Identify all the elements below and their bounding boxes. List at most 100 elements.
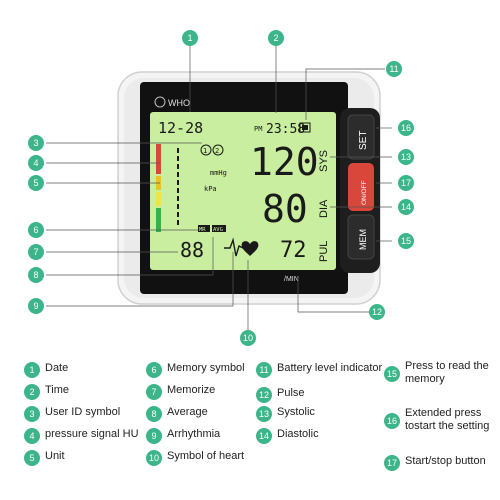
legend-badge: 12 — [256, 387, 272, 403]
legend-item-14: 14 Diastolic — [256, 428, 319, 444]
legend-text: Average — [167, 406, 208, 418]
legend-text: Symbol of heart — [167, 450, 245, 462]
legend-text: pressure signal HU — [45, 428, 139, 440]
lcd-screen — [150, 112, 336, 270]
svg-text:10: 10 — [243, 333, 253, 343]
legend-text: Press to read the memory — [405, 360, 489, 385]
legend-badge: 13 — [256, 406, 272, 422]
legend-badge: 6 — [146, 362, 162, 378]
battery-icon — [299, 122, 311, 133]
legend-badge: 4 — [24, 428, 40, 444]
svg-text:2: 2 — [273, 33, 278, 43]
legend-badge: 8 — [146, 406, 162, 422]
onoff-button[interactable]: ON/OFF — [348, 163, 374, 211]
memory-symbol: MR AVG — [198, 225, 226, 233]
callout-8: 8 — [28, 267, 44, 283]
legend-item-9: 9 Arrhythmia — [146, 428, 220, 444]
legend-item-16: 16 Extended press tostart the setting — [384, 407, 500, 433]
memory-tag: MR — [199, 227, 206, 233]
legend-badge: 15 — [384, 366, 400, 382]
legend-text: Memorize — [167, 384, 216, 396]
brand-text: WHO — [168, 98, 190, 108]
legend-badge: 9 — [146, 428, 162, 444]
user-id-symbol: 1 2 — [200, 144, 224, 156]
legend-text: Time — [45, 384, 70, 396]
legend-badge: 5 — [24, 450, 40, 466]
legend-item-8: 8 Average — [146, 406, 208, 422]
heart-icon — [241, 241, 259, 256]
callout-7: 7 — [28, 244, 44, 260]
arrhythmia-icon — [224, 237, 244, 257]
legend-badge: 14 — [256, 428, 272, 444]
svg-text:17: 17 — [401, 178, 411, 188]
legend-text: Memory symbol — [167, 362, 245, 374]
label-dia: DIA — [318, 199, 330, 218]
callout-10: 10 — [240, 330, 256, 346]
label-pul: PUL — [318, 241, 330, 262]
unit-kpa: kPa — [204, 185, 217, 193]
label-sys: SYS — [318, 150, 330, 172]
callout-12: 12 — [369, 304, 385, 320]
lcd-time-prefix: PM — [254, 125, 262, 133]
lcd-diastolic: 80 — [262, 187, 308, 231]
lcd-time: 23:58 — [266, 122, 305, 137]
leader-lines — [46, 46, 392, 330]
callout-14: 14 — [398, 199, 414, 215]
lcd-date: 12-28 — [158, 119, 203, 137]
callout-2: 2 — [268, 30, 284, 46]
svg-text:7: 7 — [33, 247, 38, 257]
legend-text: Extended press tostart the setting — [405, 407, 490, 432]
callout-badges: 1 2 3 4 5 6 7 8 9 10 11 12 13 14 15 16 1… — [28, 30, 414, 346]
mem-button[interactable]: MEM — [347, 214, 375, 260]
svg-text:1: 1 — [187, 33, 192, 43]
legend-item-5: 5 Unit — [24, 450, 65, 466]
legend-badge: 16 — [384, 413, 400, 429]
svg-text:4: 4 — [33, 158, 38, 168]
svg-text:16: 16 — [401, 123, 411, 133]
legend-item-4: 4 pressure signal HU — [24, 428, 139, 444]
onoff-button-label: ON/OFF — [361, 180, 368, 205]
callout-1: 1 — [182, 30, 198, 46]
callout-3: 3 — [28, 135, 44, 151]
set-button-label: SET — [358, 131, 369, 150]
svg-text:15: 15 — [401, 236, 411, 246]
legend-badge: 10 — [146, 450, 162, 466]
callout-4: 4 — [28, 155, 44, 171]
svg-text:9: 9 — [33, 301, 38, 311]
callout-6: 6 — [28, 222, 44, 238]
lcd-systolic: 120 — [250, 140, 319, 184]
pressure-level-bar — [156, 144, 161, 232]
legend-text: Date — [45, 362, 69, 374]
legend-item-10: 10 Symbol of heart — [146, 450, 244, 466]
callout-5: 5 — [28, 175, 44, 191]
legend-item-15: 15 Press to read the memory — [384, 360, 500, 386]
legend-text: Diastolic — [277, 428, 319, 440]
legend-item-2: 2 Time — [24, 384, 69, 400]
callout-17: 17 — [398, 175, 414, 191]
brand-logo: WHO — [154, 96, 190, 108]
average-tag: AVG — [213, 227, 223, 233]
lcd-memory-number: 88 — [180, 238, 204, 262]
legend-text: Arrhythmia — [167, 428, 221, 440]
callout-13: 13 — [398, 149, 414, 165]
legend-text: Unit — [45, 450, 65, 462]
user-2-label: 2 — [215, 147, 219, 155]
set-button[interactable]: SET — [347, 114, 375, 160]
callout-9: 9 — [28, 298, 44, 314]
user-1-label: 1 — [203, 147, 207, 155]
legend-badge: 2 — [24, 384, 40, 400]
legend-text: Start/stop button — [405, 455, 486, 467]
legend-item-6: 6 Memory symbol — [146, 362, 245, 378]
unit-mmhg: mmHg — [210, 169, 227, 177]
heart-logo-icon — [154, 96, 166, 108]
legend-text: Battery level indicator — [277, 362, 383, 374]
mem-button-label: MEM — [358, 229, 368, 250]
